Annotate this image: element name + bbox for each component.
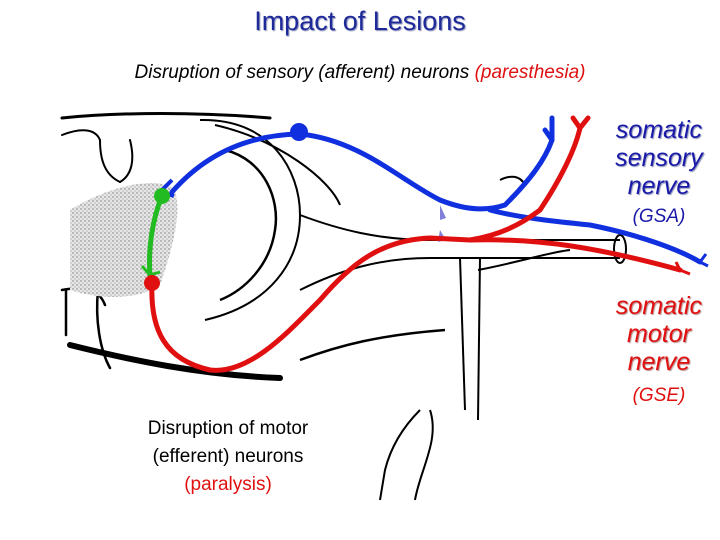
gsa-label: (GSA) — [632, 206, 686, 227]
motor-nerve-line-1: somatic — [615, 292, 703, 320]
motor-note-line-1: Disruption of motor — [147, 418, 309, 439]
sensory-nerve-label: somatic sensory nerve — [598, 116, 720, 200]
subtitle-red: (paresthesia) — [474, 62, 586, 83]
spinal-nerve-trunk — [299, 175, 627, 501]
motor-nerve-label: somatic motor nerve — [598, 292, 720, 376]
page-title: Impact of Lesions — [254, 6, 466, 36]
subtitle-main: Disruption of sensory (afferent) neurons — [134, 62, 470, 83]
sensory-neuron — [169, 115, 703, 265]
motor-terminal — [674, 261, 691, 276]
sensory-nerve-line-3: nerve — [627, 172, 691, 200]
sensory-terminal — [698, 253, 709, 268]
gse-label: (GSE) — [632, 385, 686, 406]
motor-neuron — [149, 115, 683, 373]
sensory-nerve-line-2: sensory — [615, 144, 703, 172]
motor-nerve-line-3: nerve — [627, 348, 691, 376]
motor-nerve-line-2: motor — [627, 320, 691, 348]
motor-cell-body — [144, 275, 160, 291]
sensory-nerve-line-1: somatic — [615, 116, 703, 144]
motor-note-line-2: (efferent) neurons — [152, 446, 304, 467]
spinal-cord — [60, 112, 283, 381]
motor-disruption-note: Disruption of motor (efferent) neurons (… — [78, 415, 378, 499]
dorsal-root-ganglion — [199, 118, 341, 321]
interneuron-cell-body — [154, 188, 170, 204]
sensory-cell-body — [290, 123, 308, 141]
subtitle: Disruption of sensory (afferent) neurons… — [0, 62, 720, 84]
motor-note-red: (paralysis) — [184, 474, 272, 495]
